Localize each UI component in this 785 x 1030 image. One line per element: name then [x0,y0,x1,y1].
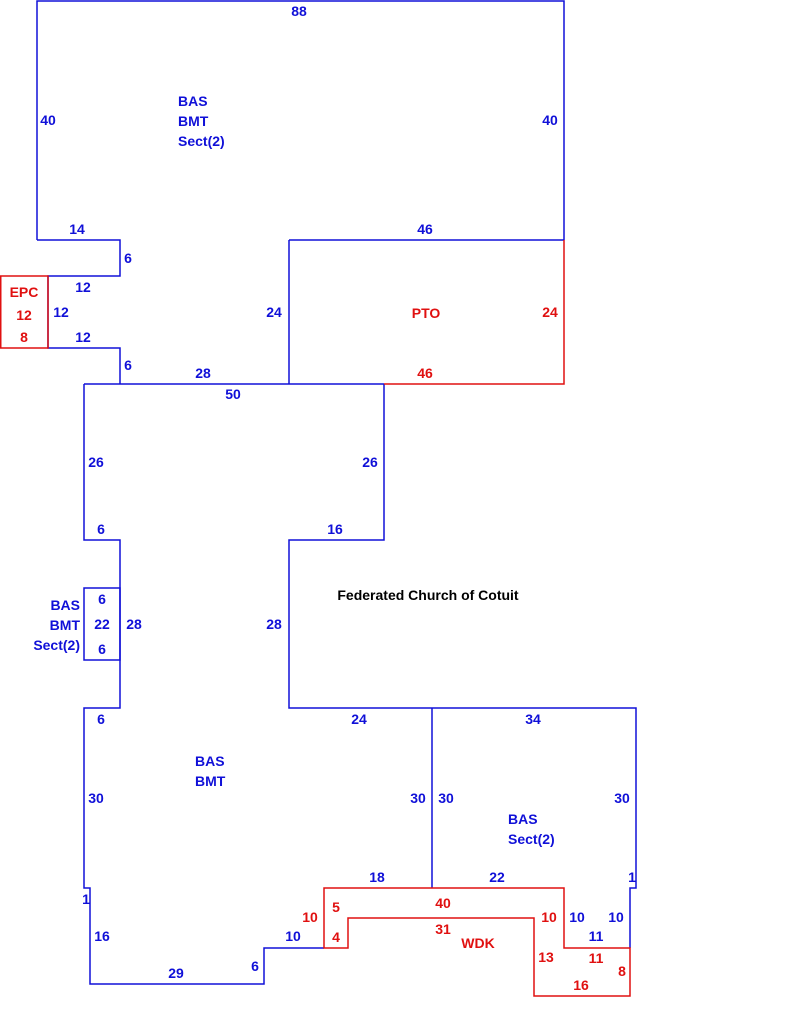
dim-label: 12 [75,329,91,345]
dim-label: 8 [20,329,28,345]
dim-label: 22 [94,616,110,632]
dim-label: 40 [40,112,56,128]
dim-label: 30 [614,790,630,806]
patio-outline [384,240,565,385]
area-label: BAS [50,597,80,613]
area-label: BMT [178,113,209,129]
right-wall [288,384,637,948]
area-label: Sect(2) [178,133,225,149]
dim-label: 12 [53,304,69,320]
dim-label: 5 [332,899,340,915]
dim-label: 10 [285,928,301,944]
left-wall [83,384,324,985]
dim-label: 29 [168,965,184,981]
dim-label: 30 [438,790,454,806]
dim-label: 12 [75,279,91,295]
small-section [83,587,121,661]
dimension-labels: 88 40 40 14 46 6 12 12 12 6 24 24 46 28 … [16,3,636,993]
upper-wing-outline [36,0,565,240]
dim-label: 40 [542,112,558,128]
dim-label: 10 [302,909,318,925]
dim-label: 28 [126,616,142,632]
dim-label: 24 [266,304,282,320]
dim-label: 34 [525,711,541,727]
dim-label: 6 [98,641,106,657]
dim-label: 10 [569,909,585,925]
dim-label: 4 [332,929,340,945]
dim-label: 46 [417,221,433,237]
dim-label: 30 [410,790,426,806]
area-label: BAS [178,93,208,109]
dim-label: 6 [124,250,132,266]
sketch-title: Federated Church of Cotuit [337,587,519,603]
dim-label: 16 [573,977,589,993]
dim-label: 24 [542,304,558,320]
dim-label: 26 [362,454,378,470]
dim-label: 8 [618,963,626,979]
dim-label: 31 [435,921,451,937]
dim-label: 10 [541,909,557,925]
dim-label: 10 [608,909,624,925]
deck-outline [323,887,631,997]
dim-label: 28 [195,365,211,381]
area-label: Sect(2) [33,637,80,653]
dim-label: 16 [327,521,343,537]
dim-label: 46 [417,365,433,381]
porch-outline [0,275,49,349]
dim-label: 6 [97,521,105,537]
area-label: BMT [195,773,226,789]
area-label: PTO [412,305,441,321]
dim-label: 22 [489,869,505,885]
dim-label: 13 [538,949,554,965]
dim-label: 28 [266,616,282,632]
upper-left-jog [37,239,121,384]
area-label: WDK [461,935,494,951]
dim-label: 1 [82,891,90,907]
dim-label: 18 [369,869,385,885]
dim-label: 12 [16,307,32,323]
area-label: BAS [508,811,538,827]
dim-label: 40 [435,895,451,911]
dim-label: 11 [589,950,604,966]
area-label: BAS [195,753,225,769]
dim-label: 26 [88,454,104,470]
dim-label: 88 [291,3,307,19]
dim-label: 11 [589,928,604,944]
area-label: EPC [10,284,39,300]
dim-label: 6 [124,357,132,373]
dim-label: 6 [251,958,259,974]
dim-label: 6 [97,711,105,727]
dim-label: 24 [351,711,367,727]
area-label: Sect(2) [508,831,555,847]
dim-label: 16 [94,928,110,944]
dim-label: 1 [628,869,636,885]
area-label: BMT [50,617,81,633]
dim-label: 50 [225,386,241,402]
dim-label: 30 [88,790,104,806]
dim-label: 14 [69,221,85,237]
dim-label: 6 [98,591,106,607]
